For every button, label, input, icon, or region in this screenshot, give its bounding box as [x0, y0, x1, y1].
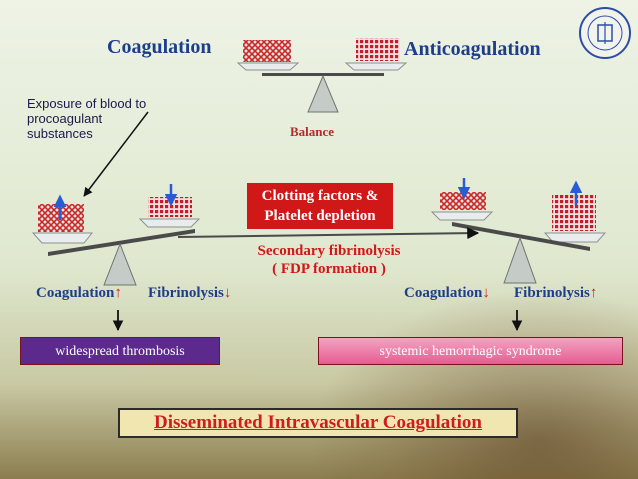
anticoagulation-block: [356, 38, 400, 61]
left-fibrinolysis-label: Fibrinolysis: [148, 285, 224, 301]
exposure-text: Exposure of blood to procoagulant substa…: [27, 96, 147, 141]
down-arrow-icon: ↓: [223, 285, 232, 301]
top-coagulation-label: Coagulation: [107, 36, 212, 58]
hemorrhagic-outcome-box: systemic hemorrhagic syndrome: [318, 337, 623, 365]
right-fibrinolysis-state: Fibrinolysis↑: [514, 285, 597, 302]
up-arrow-icon: ↑: [114, 285, 122, 301]
left-fibrinolysis-state: Fibrinolysis↓: [148, 285, 231, 302]
right-coagulation-label: Coagulation: [404, 285, 483, 301]
right-tilted-scale: [430, 192, 607, 284]
secondary-fibrinolysis-text: Secondary fibrinolysis ( FDP formation ): [244, 242, 414, 278]
right-fibrinolysis-label: Fibrinolysis: [514, 285, 590, 301]
down-arrow-icon: ↓: [482, 285, 490, 301]
right-fibrinolysis-block: [552, 195, 596, 231]
top-anticoagulation-label: Anticoagulation: [404, 38, 541, 60]
fibrinolysis-line-2: ( FDP formation ): [272, 261, 386, 277]
left-coagulation-state: Coagulation↑: [36, 285, 122, 302]
balance-scale-icon: [236, 38, 408, 113]
arrow-icon: [83, 111, 149, 197]
left-fibrinolysis-block: [148, 197, 192, 217]
right-coagulation-block: [440, 192, 486, 210]
dic-title: Disseminated Intravascular Coagulation: [118, 408, 518, 438]
coagulation-block: [243, 40, 291, 62]
balance-label: Balance: [290, 124, 335, 139]
fibrinolysis-line-1: Secondary fibrinolysis: [257, 243, 401, 259]
books-background-image: [308, 289, 638, 479]
up-arrow-icon: ↑: [589, 285, 598, 301]
clotting-factors-box: Clotting factors & Platelet depletion: [247, 183, 393, 229]
thrombosis-outcome-box: widespread thrombosis: [20, 337, 220, 365]
clotting-line-2: Platelet depletion: [264, 208, 376, 224]
right-coagulation-state: Coagulation↓: [404, 285, 490, 302]
clotting-line-1: Clotting factors &: [261, 188, 379, 204]
university-seal-icon: [579, 7, 631, 59]
left-coagulation-label: Coagulation: [36, 285, 115, 301]
arrow-icon: [177, 227, 480, 240]
left-tilted-scale: [31, 197, 201, 286]
